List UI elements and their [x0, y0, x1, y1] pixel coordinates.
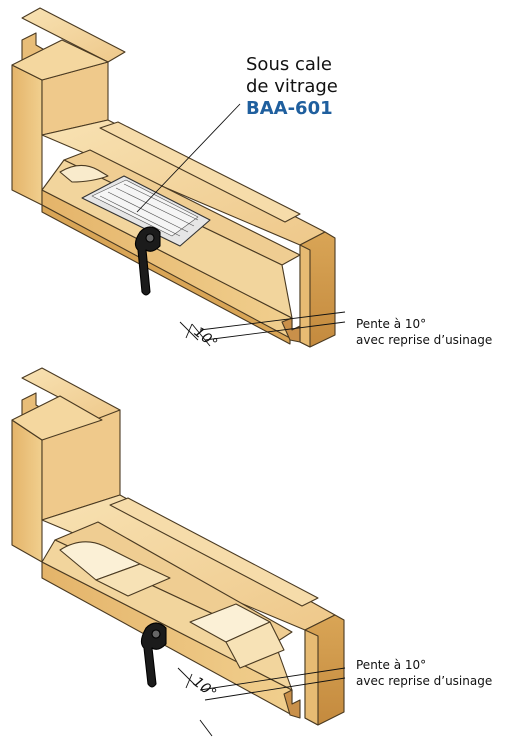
bottom-frame — [11, 367, 345, 726]
note-bottom-line-2: avec reprise d’usinage — [356, 674, 493, 688]
callout-product-code: BAA-601 — [246, 98, 333, 119]
note-bottom: Pente à 10° avec reprise d’usinage — [356, 657, 492, 689]
note-bottom-line-1: Pente à 10° — [356, 658, 427, 672]
callout-line-2: de vitrage — [246, 76, 338, 97]
callout-line-1: Sous cale — [246, 54, 332, 75]
note-top: Pente à 10° avec reprise d’usinage — [356, 316, 492, 348]
leader-lines-top — [136, 103, 346, 347]
callout-sous-cale: Sous cale de vitrage BAA-601 — [246, 54, 338, 120]
top-frame — [11, 7, 336, 348]
note-top-line-1: Pente à 10° — [356, 317, 427, 331]
leader-lines-bottom — [177, 667, 346, 737]
note-top-line-2: avec reprise d’usinage — [356, 333, 493, 347]
